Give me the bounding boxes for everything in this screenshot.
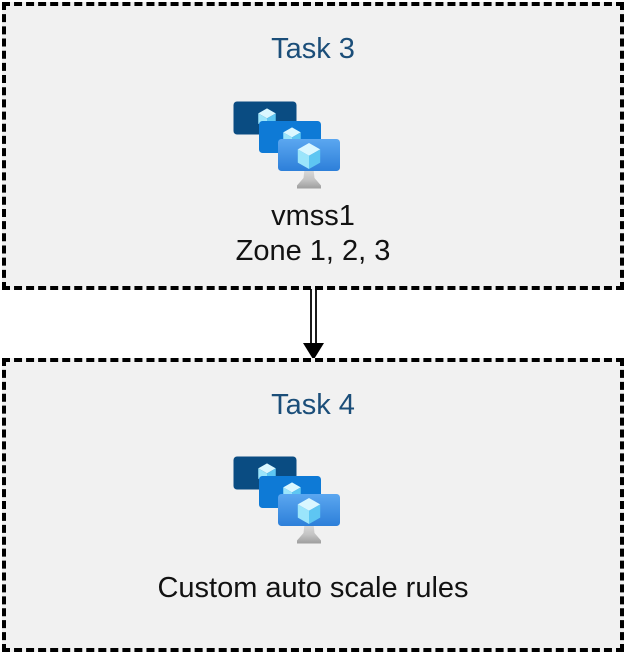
task-3-title: Task 3 [271, 33, 355, 65]
vm-scale-sets-icon [233, 101, 340, 191]
zone-label: Zone 1, 2, 3 [235, 235, 391, 267]
vm-scale-sets-icon [233, 456, 340, 546]
task-4-box: Task 4 Custom auto scale rules [2, 358, 624, 652]
task-3-labels: vmss1 Zone 1, 2, 3 [6, 199, 620, 269]
task-4-labels: Custom auto scale rules [6, 571, 620, 606]
autoscale-rules-label: Custom auto scale rules [157, 572, 469, 604]
task-3-box: Task 3 vmss1 Zone 1, 2, 3 [2, 2, 624, 290]
vmss-name-label: vmss1 [271, 200, 355, 232]
task-4-title: Task 4 [271, 389, 355, 421]
down-arrow-connector [303, 289, 324, 360]
